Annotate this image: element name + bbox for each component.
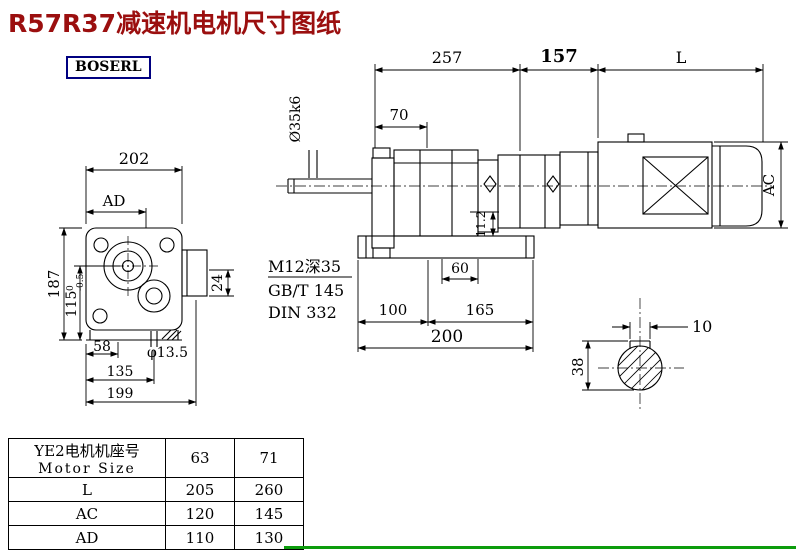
dim-199-label: 199 xyxy=(107,386,134,402)
table-header-row: YE2电机机座号 Motor Size 63 71 xyxy=(8,438,304,478)
dim-157-label: 157 xyxy=(540,46,578,67)
dim-58-label: 58 xyxy=(93,339,111,355)
dim-AC-label: AC xyxy=(760,174,778,197)
row-label-AC: AC xyxy=(8,501,166,526)
thread-spec-label: M12深35 xyxy=(268,257,341,276)
table-row: L 205 260 xyxy=(8,477,304,502)
row-L-value-63: 205 xyxy=(165,477,235,502)
dim-115-tol-lower: -0.5 xyxy=(76,273,86,291)
dim-phi13-label: φ13.5 xyxy=(147,345,188,361)
shaft-section-dimensions xyxy=(582,322,688,391)
table-row: AC 120 145 xyxy=(8,501,304,526)
standard-gbt-label: GB/T 145 xyxy=(268,281,344,300)
header-size-63: 63 xyxy=(165,438,235,478)
row-AD-value-71: 130 xyxy=(234,525,304,550)
dim-60-label: 60 xyxy=(451,261,469,277)
header-motor-size-cell: YE2电机机座号 Motor Size xyxy=(8,438,166,478)
dim-shaft-dia-label: Ø35k6 xyxy=(288,96,304,143)
dim-10-label: 10 xyxy=(692,317,712,336)
header-size-71: 71 xyxy=(234,438,304,478)
row-L-value-71: 260 xyxy=(234,477,304,502)
row-label-L: L xyxy=(8,477,166,502)
dim-AD-label: AD xyxy=(102,192,126,210)
dim-200-label: 200 xyxy=(431,327,463,347)
shaft-section-geometry xyxy=(598,298,684,412)
row-AC-value-63: 120 xyxy=(165,501,235,526)
row-AC-value-71: 145 xyxy=(234,501,304,526)
dim-202-label: 202 xyxy=(119,149,150,168)
front-view-dimensions xyxy=(59,166,234,406)
dim-257-label: 257 xyxy=(432,48,463,67)
motor-size-table: YE2电机机座号 Motor Size 63 71 L 205 260 AC 1… xyxy=(8,438,304,550)
dim-L-label: L xyxy=(676,48,687,67)
dim-100-label: 100 xyxy=(379,301,408,319)
row-AD-value-63: 110 xyxy=(165,525,235,550)
front-view-geometry xyxy=(85,227,208,347)
header-motor-size-cn: YE2电机机座号 xyxy=(34,441,140,460)
side-view-geometry xyxy=(276,133,772,259)
dim-70-label: 70 xyxy=(389,106,408,124)
dim-11-2-label: 11.2 xyxy=(474,211,488,238)
dim-115-label: 115 xyxy=(64,291,80,318)
table-row: AD 110 130 xyxy=(8,525,304,550)
header-motor-size-en: Motor Size xyxy=(38,460,136,477)
bottom-green-rule xyxy=(284,546,796,549)
dim-24-label: 24 xyxy=(210,274,226,292)
dim-135-label: 135 xyxy=(107,364,134,380)
brand-logo: BOSERL xyxy=(66,56,151,79)
side-view-dimensions xyxy=(268,64,788,352)
dim-115-tol-upper: 0 xyxy=(66,285,76,291)
dim-165-label: 165 xyxy=(466,301,495,319)
dim-38-label: 38 xyxy=(569,357,587,376)
row-label-AD: AD xyxy=(8,525,166,550)
page-title: R57R37减速机电机尺寸图纸 xyxy=(8,9,342,38)
standard-din-label: DIN 332 xyxy=(268,303,337,322)
dim-187-label: 187 xyxy=(45,270,63,299)
